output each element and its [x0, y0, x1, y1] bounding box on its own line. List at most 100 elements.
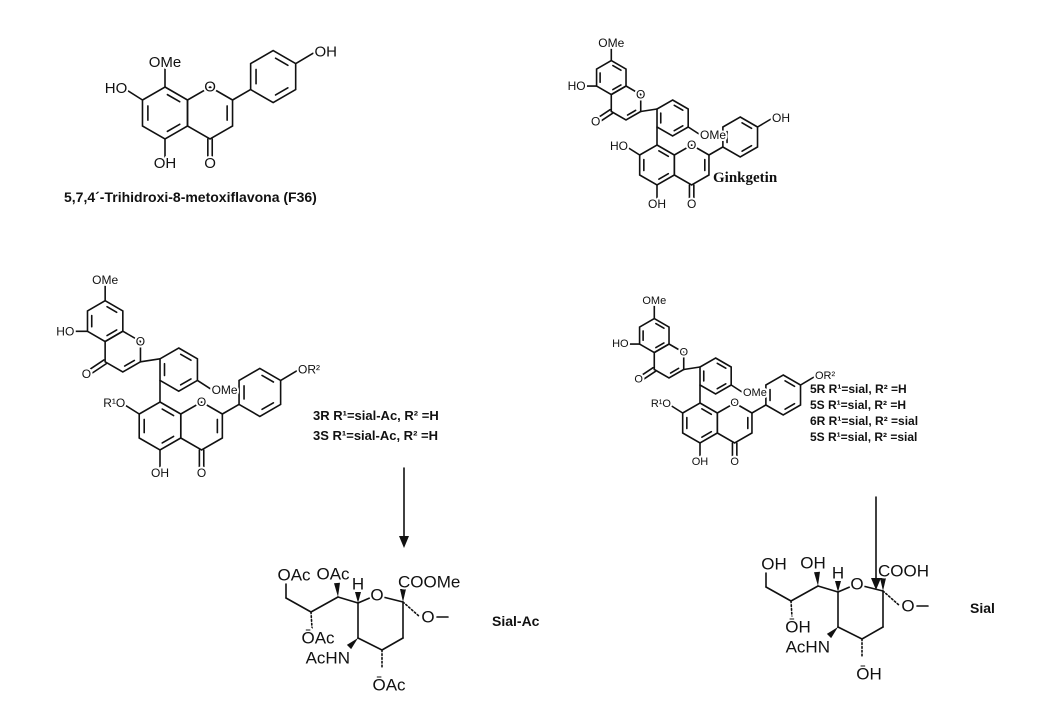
double-bond	[123, 359, 136, 367]
ring-a	[638, 144, 676, 186]
bond	[357, 637, 383, 651]
condition-5s: 5S R¹=sial, R² =H	[810, 398, 907, 412]
bond	[357, 596, 373, 604]
ring-b	[249, 49, 297, 104]
c4-substituent: ŌH	[856, 665, 882, 684]
c5-substituent: OH	[648, 197, 666, 211]
double-bond	[274, 87, 289, 96]
sial-ac-caption: Sial-Ac	[492, 613, 540, 629]
bond	[837, 626, 863, 640]
bond	[123, 403, 141, 415]
acetamido-group: AcHN	[786, 638, 830, 657]
condition-3s: 3S R¹=sial-Ac, R² =H	[313, 428, 438, 443]
bond	[765, 586, 792, 602]
double-bond	[612, 64, 622, 72]
c8-substituent: ŌAc	[301, 629, 335, 648]
condition-3r: 3R R¹=sial-Ac, R² =H	[313, 408, 439, 423]
c7-substituent: HO	[610, 139, 628, 153]
ginkgetin-caption: Ginkgetin	[713, 170, 778, 186]
f36-caption: 5,7,4´-Trihidroxi-8-metoxiflavona (F36)	[64, 189, 317, 205]
bond	[862, 585, 884, 592]
ring-oxygen: O	[204, 79, 216, 96]
c7-substituent: R¹O	[651, 398, 672, 410]
carbonyl-oxygen: O	[204, 155, 216, 172]
double-bond	[655, 342, 665, 349]
double-bond	[669, 367, 680, 374]
glycosidic-oxygen: O	[421, 608, 434, 627]
ring-b	[722, 116, 759, 158]
ring-oxygen: O	[197, 395, 206, 409]
top-carbonyl-oxygen: O	[591, 115, 600, 129]
c9-substituent: OH	[761, 555, 787, 574]
bond	[279, 369, 298, 382]
interflavone-bond	[139, 357, 161, 363]
double-bond	[658, 172, 670, 180]
double-bond	[673, 124, 684, 132]
bond	[125, 88, 144, 101]
arrow-to-sial-ac	[399, 467, 409, 548]
double-bond	[716, 362, 727, 370]
ring-c	[179, 401, 224, 451]
carbonyl-bond	[640, 366, 654, 377]
c7-wedge	[334, 582, 340, 597]
ring-oxygen: O	[730, 397, 739, 409]
double-bond	[612, 84, 622, 91]
top-ring-c	[653, 343, 685, 379]
double-bond	[741, 122, 753, 130]
double-bond	[673, 104, 684, 112]
double-bond	[106, 329, 118, 337]
c7-substituent: R¹O	[103, 396, 125, 410]
top-methoxy: OMe	[642, 295, 666, 307]
double-bond	[261, 401, 275, 411]
c6-wedge	[835, 581, 841, 592]
double-bond	[261, 374, 275, 383]
carbonyl-bond	[599, 112, 614, 123]
b-ring-substituent: OR²	[298, 363, 320, 377]
c5-substituent: OH	[692, 456, 709, 468]
c7-wedge	[814, 571, 820, 586]
c2-wedge	[400, 589, 406, 602]
ring-b	[238, 367, 282, 418]
double-bond	[626, 109, 637, 116]
interflavone-bond	[682, 366, 701, 371]
interring-bond	[221, 403, 240, 415]
top-ring-oxygen: O	[679, 347, 688, 359]
double-bond	[658, 150, 670, 158]
interring-bond	[751, 404, 767, 414]
ring-b	[765, 374, 802, 416]
carbonyl-oxygen: O	[687, 197, 696, 211]
bond	[837, 585, 853, 593]
top-ring-a	[86, 299, 124, 343]
double-bond	[716, 382, 727, 390]
bond	[626, 146, 641, 156]
bond	[382, 596, 404, 603]
c8-hashed-bond	[310, 611, 313, 629]
carbonyl-bond	[642, 370, 657, 381]
b-prime-methoxy: OMe	[700, 128, 726, 142]
c8-hashed-bond	[790, 600, 793, 618]
ring-oxygen: O	[370, 586, 383, 605]
c5-wedge	[826, 627, 838, 639]
double-bond	[784, 380, 796, 388]
top-ring-c	[610, 85, 642, 121]
c6-wedge	[355, 592, 361, 603]
c9-substituent: OAc	[277, 566, 311, 585]
top-hydroxy: HO	[56, 324, 74, 338]
acetamido-group: AcHN	[306, 649, 350, 668]
bond	[337, 596, 359, 604]
bond	[861, 626, 884, 640]
bond	[756, 118, 772, 128]
double-bond	[701, 430, 713, 438]
carbonyl-oxygen: O	[197, 466, 206, 480]
c6-hydrogen: H	[832, 564, 844, 583]
ring-a	[141, 86, 189, 140]
double-bond	[179, 378, 192, 386]
ring-oxygen: O	[850, 575, 863, 594]
c2-substituent: COOH	[878, 562, 929, 581]
